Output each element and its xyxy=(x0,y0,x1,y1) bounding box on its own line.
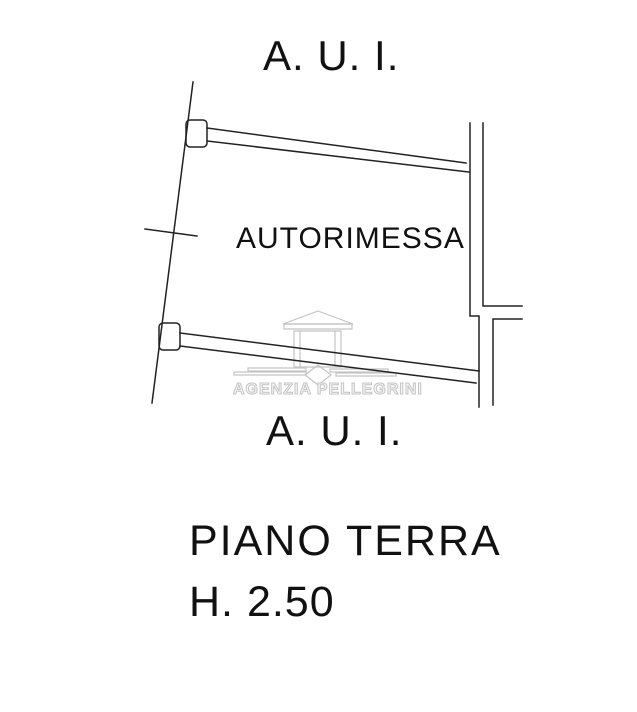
area-label-top: A. U. I. xyxy=(263,32,400,79)
ceiling-height-label: H. 2.50 xyxy=(189,578,335,626)
bottom-left-pillar xyxy=(158,322,181,351)
logo-plinth-left-2 xyxy=(233,371,307,376)
bottom-wall xyxy=(179,332,480,384)
logo-plinth-right-2 xyxy=(335,372,397,377)
room-label: AUTORIMESSA xyxy=(236,222,465,255)
agency-watermark-text: AGENZIA PELLEGRINI xyxy=(233,381,423,398)
right-wall-outer-lower xyxy=(492,318,523,406)
left-boundary-line xyxy=(151,81,194,404)
garage-outline xyxy=(144,81,523,408)
logo-body xyxy=(293,330,342,368)
logo-roof xyxy=(282,310,354,325)
right-wall-inner xyxy=(469,122,480,408)
logo-plinth-left-1 xyxy=(247,367,307,372)
logo-entablature xyxy=(283,323,353,330)
agency-house-logo-icon xyxy=(233,310,397,386)
right-wall-outer-upper xyxy=(482,122,523,307)
area-label-bottom: A. U. I. xyxy=(266,407,403,454)
floor-label: PIANO TERRA xyxy=(189,517,502,565)
logo-diamond xyxy=(304,364,332,386)
top-wall xyxy=(206,127,470,173)
survey-tick-mark xyxy=(144,228,198,237)
top-left-pillar xyxy=(185,119,208,148)
